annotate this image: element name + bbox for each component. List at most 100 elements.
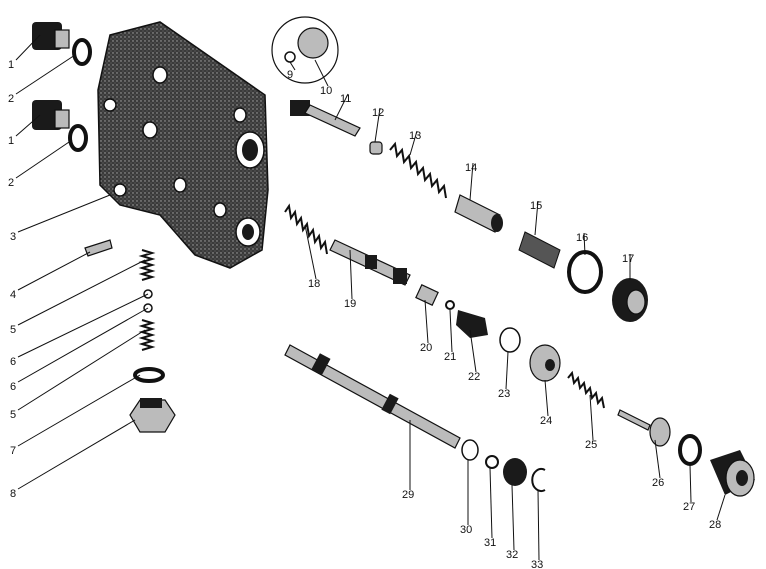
leader-line — [15, 34, 41, 61]
leader-line — [17, 251, 91, 291]
nut-32 — [503, 458, 527, 486]
piston-26 — [617, 409, 671, 447]
callout-19: 19 — [344, 298, 356, 310]
ring-31 — [485, 455, 499, 469]
shaft-29 — [284, 344, 461, 449]
callout-12: 12 — [372, 107, 384, 119]
leader-line — [17, 419, 136, 490]
leader-line — [469, 162, 474, 201]
ball-9 — [284, 51, 296, 63]
callout-4: 4 — [10, 289, 16, 301]
spring-25 — [567, 370, 605, 409]
spring-5a — [138, 249, 156, 281]
callout-20: 20 — [420, 342, 432, 354]
leader-line — [304, 224, 317, 280]
callout-21: 21 — [444, 351, 456, 363]
leader-line — [654, 439, 661, 479]
filter-10 — [297, 27, 329, 59]
plug-8 — [129, 398, 176, 433]
nut-22 — [456, 310, 488, 338]
callout-2: 2 — [8, 93, 14, 105]
leader-line — [534, 200, 539, 236]
callout-7: 7 — [10, 445, 16, 457]
o-ring-16 — [567, 250, 603, 294]
leader-line — [17, 259, 146, 326]
callout-26: 26 — [652, 477, 664, 489]
washer-2a — [72, 38, 92, 66]
callout-18: 18 — [308, 278, 320, 290]
leader-line — [505, 351, 509, 390]
callout-22: 22 — [468, 371, 480, 383]
leader-line — [15, 114, 41, 137]
callout-8: 8 — [10, 488, 16, 500]
callout-layer: 1212345665789101112131415161718192021222… — [8, 34, 726, 569]
callout-30: 30 — [460, 524, 472, 536]
washer-7 — [133, 367, 165, 383]
callout-6: 6 — [10, 356, 16, 368]
valve-19 — [329, 239, 411, 286]
cap-28 — [710, 450, 755, 497]
callout-14: 14 — [465, 162, 477, 174]
plug-1b — [32, 100, 70, 130]
leader-line — [374, 107, 381, 143]
leader-line — [424, 299, 429, 344]
ring-21 — [445, 300, 455, 310]
callout-16: 16 — [576, 232, 588, 244]
ring-27 — [678, 434, 702, 466]
retainer-12 — [369, 141, 383, 155]
leader-line — [17, 194, 111, 233]
callout-23: 23 — [498, 388, 510, 400]
valve-11 — [290, 100, 361, 137]
callout-1: 1 — [8, 135, 14, 147]
washer-30 — [461, 439, 479, 461]
leader-line — [689, 464, 692, 503]
leader-line — [289, 61, 296, 71]
callout-15: 15 — [530, 200, 542, 212]
leader-line — [511, 484, 515, 551]
leader-line — [15, 139, 73, 179]
washer-2b — [68, 124, 88, 152]
fitting-4 — [84, 239, 113, 257]
leader-line — [17, 374, 141, 447]
callout-17: 17 — [622, 253, 634, 265]
callout-5: 5 — [10, 324, 16, 336]
washer-23 — [499, 327, 521, 353]
leader-line — [544, 379, 549, 417]
callout-29: 29 — [402, 489, 414, 501]
leader-line — [17, 329, 146, 411]
plug-17 — [612, 278, 648, 322]
piston-24 — [529, 344, 561, 382]
leader-line — [537, 489, 540, 561]
callout-2: 2 — [8, 177, 14, 189]
callout-13: 13 — [409, 130, 421, 142]
plug-1a — [32, 22, 70, 50]
leader-line — [469, 329, 477, 373]
leader-line — [17, 307, 149, 383]
callout-32: 32 — [506, 549, 518, 561]
callout-9: 9 — [287, 69, 293, 81]
callout-25: 25 — [585, 439, 597, 451]
spring-5b — [138, 319, 156, 351]
leader-line — [314, 59, 329, 87]
callout-11: 11 — [340, 93, 351, 105]
leader-line — [449, 309, 453, 353]
sleeve-14 — [454, 194, 503, 233]
spring-18 — [284, 203, 328, 255]
leader-line — [334, 93, 349, 121]
callout-1: 1 — [8, 59, 14, 71]
leader-line — [583, 232, 586, 256]
callout-31: 31 — [484, 537, 496, 549]
callout-33: 33 — [531, 559, 543, 569]
leader-line — [589, 394, 594, 441]
spring-13 — [389, 141, 447, 199]
callout-10: 10 — [320, 85, 332, 97]
callout-24: 24 — [540, 415, 552, 427]
leader-line — [15, 54, 76, 95]
callout-6: 6 — [10, 381, 16, 393]
leader-line — [489, 467, 493, 539]
valve-body — [97, 21, 269, 269]
plug-20 — [415, 284, 439, 306]
callout-5: 5 — [10, 409, 16, 421]
